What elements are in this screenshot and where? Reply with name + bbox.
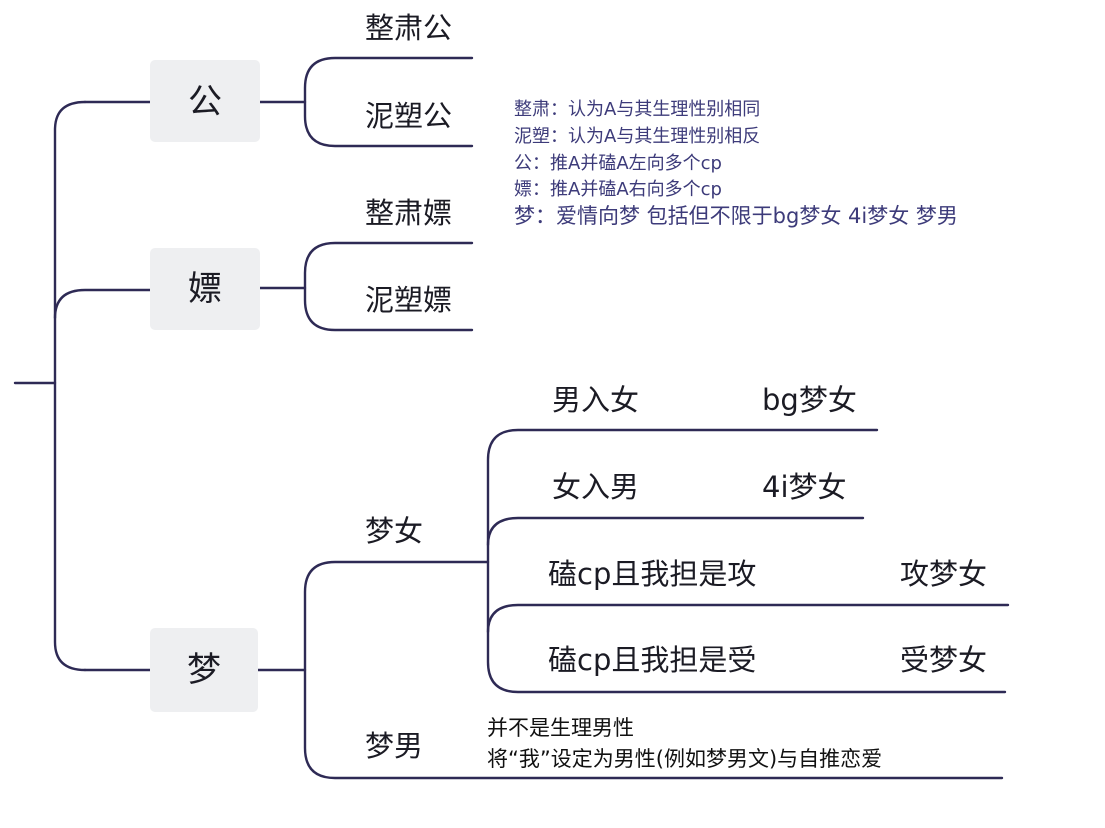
- node-meng-label: 梦: [187, 650, 221, 690]
- branch-3-left: 磕cp且我担是攻: [548, 557, 756, 591]
- connector-mengnv-line-2: [486, 516, 865, 547]
- branch-4-left: 磕cp且我担是受: [548, 643, 756, 677]
- branch-4-right: 受梦女: [900, 643, 987, 677]
- leaf-zhengsu-piao: 整肃嫖: [365, 196, 452, 230]
- node-piao-label: 嫖: [188, 269, 222, 309]
- node-gong-label: 公: [188, 82, 222, 122]
- definition-meng: 梦：爱情向梦 包括但不限于bg梦女 4i梦女 梦男: [514, 204, 958, 228]
- connector-mengnv-line-3: [486, 603, 1010, 634]
- subnode-mengnan-label: 梦男: [365, 729, 423, 763]
- definition-gong: 公：推A并磕A左向多个cp: [514, 153, 722, 174]
- branch-1-right: bg梦女: [762, 383, 857, 417]
- node-box-gong: [150, 60, 260, 142]
- subnode-mengnv-label: 梦女: [365, 514, 423, 548]
- branch-3-right: 攻梦女: [900, 557, 987, 591]
- connector-mengnv-spine: [486, 428, 1007, 694]
- definition-piao: 嫖：推A并磕A右向多个cp: [514, 179, 722, 200]
- node-box-piao: [150, 248, 260, 330]
- root-trunk: [53, 100, 87, 672]
- leaf-nisu-gong: 泥塑公: [365, 99, 452, 133]
- branch-2-right: 4i梦女: [762, 470, 847, 504]
- definition-nisu: 泥塑：认为A与其生理性别相反: [514, 126, 760, 147]
- connector-lines: [13, 56, 1010, 780]
- definition-zhengsu: 整肃：认为A与其生理性别相同: [514, 99, 760, 120]
- connector-piao-bracket: [303, 241, 474, 332]
- connector-root-piao: [53, 288, 152, 320]
- connector-meng-bracket: [303, 560, 1004, 780]
- definitions-block: 整肃：认为A与其生理性别相同 泥塑：认为A与其生理性别相反 公：推A并磕A左向多…: [514, 99, 958, 228]
- mengnan-note-line-1: 并不是生理男性: [487, 716, 634, 740]
- node-box-meng: [150, 628, 258, 712]
- leaf-nisu-piao: 泥塑嫖: [365, 283, 452, 317]
- leaf-zhengsu-gong: 整肃公: [365, 11, 452, 45]
- mengnan-note-line-2: 将“我”设定为男性(例如梦男文)与自推恋爱: [487, 747, 882, 771]
- branch-2-left: 女入男: [552, 470, 639, 504]
- connector-gong-bracket: [303, 56, 474, 148]
- branch-1-left: 男入女: [552, 383, 639, 417]
